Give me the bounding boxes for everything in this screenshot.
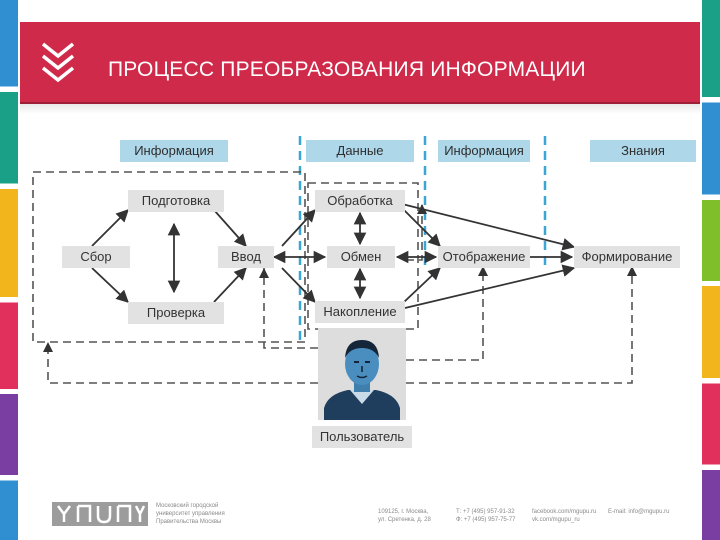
node-proverka: Проверка xyxy=(128,302,224,324)
arrowhead-sbor-loop xyxy=(43,342,53,352)
left-decorative-stripe xyxy=(0,0,18,540)
footer-social: facebook.com/mgupu.ru vk.com/mgupu_ru xyxy=(532,509,597,523)
loop-formation xyxy=(406,266,633,384)
footer-email: E-mail: info@mgupu.ru xyxy=(608,509,670,515)
node-obmen: Обмен xyxy=(327,246,395,268)
node-otobrazhenie: Отображение xyxy=(438,246,530,268)
node-podgotovka: Подготовка xyxy=(128,190,224,212)
category-dividers xyxy=(298,136,547,340)
user-label: Пользователь xyxy=(312,426,412,448)
mgupu-logo-icon xyxy=(52,502,148,526)
arrow-nakoplenie-formirovanie xyxy=(404,264,576,309)
loop-outer xyxy=(47,344,318,384)
category-information-2: Информация xyxy=(438,140,530,162)
category-information-1: Информация xyxy=(120,140,228,162)
arrowhead-otobrazhenie-loop xyxy=(478,266,488,276)
user-portrait-icon xyxy=(324,340,400,420)
category-knowledge: Знания xyxy=(590,140,696,162)
arrow-sbor-podgotovka xyxy=(91,209,129,247)
double-chevron-down-icon xyxy=(41,42,75,83)
arrow-vvod-nakoplenie xyxy=(281,267,316,303)
arrow-proverka-vvod xyxy=(213,267,247,303)
header-shadow xyxy=(20,104,700,114)
arrow-obrabotka-formirovanie xyxy=(397,202,576,251)
right-decorative-stripe xyxy=(702,0,720,540)
node-vvod: Ввод xyxy=(218,246,274,268)
arrowhead-formirovanie-loop xyxy=(627,266,637,276)
arrowhead-vvod-loop xyxy=(259,268,269,278)
arrow-podgotovka-vvod xyxy=(213,209,247,247)
user-portrait xyxy=(318,328,406,420)
arrowhead-obrabotka-loop xyxy=(417,204,427,214)
arrow-nakoplenie-otobrazhenie xyxy=(403,267,441,303)
footer-address: 109125, г. Москва, ул. Сретенка, д. 28 xyxy=(378,509,431,523)
arrow-obrabotka-otobrazhenie xyxy=(403,209,441,247)
footer-university: Московский городской университет управле… xyxy=(156,503,225,525)
flow-arrows xyxy=(91,202,576,309)
arrow-vvod-obrabotka xyxy=(281,209,316,247)
node-nakoplenie: Накопление xyxy=(315,301,405,323)
node-obrabotka: Обработка xyxy=(315,190,405,212)
category-data: Данные xyxy=(306,140,414,162)
loop-arrowheads xyxy=(43,204,637,352)
page-title: ПРОЦЕСС ПРЕОБРАЗОВАНИЯ ИНФОРМАЦИИ xyxy=(108,58,586,81)
node-sbor: Сбор xyxy=(62,246,130,268)
node-formirovanie: Формирование xyxy=(574,246,680,268)
arrow-sbor-proverka xyxy=(91,267,129,303)
title-banner: ПРОЦЕСС ПРЕОБРАЗОВАНИЯ ИНФОРМАЦИИ xyxy=(20,22,700,104)
loop-input xyxy=(263,268,318,349)
footer-phone: Т: +7 (495) 957-91-32 Ф: +7 (495) 957-75… xyxy=(456,509,516,523)
